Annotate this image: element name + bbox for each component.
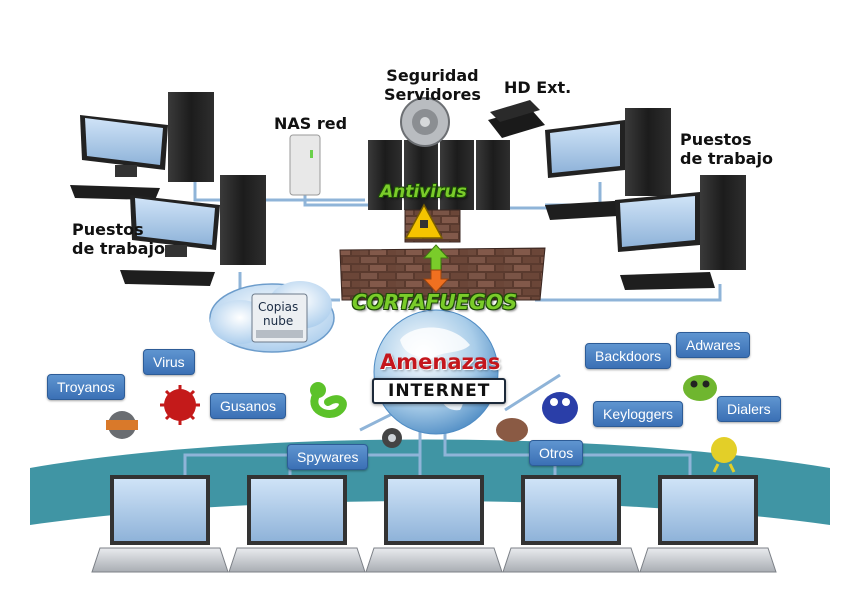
external-hard-drive <box>488 100 545 138</box>
antivirus-label: Antivirus <box>380 182 467 202</box>
trojan-icon <box>106 411 138 439</box>
other-threat-icon <box>496 418 528 442</box>
threat-tag-spywares: Spywares <box>287 444 369 470</box>
laptop-5 <box>639 475 777 573</box>
security-lock-icon <box>400 97 450 147</box>
desktop-workstation-right-1 <box>545 108 671 220</box>
dialer-icon <box>711 437 737 473</box>
desktop-workstation-right-2 <box>615 175 746 290</box>
warning-triangle-icon <box>404 203 444 239</box>
server-rack <box>368 140 510 210</box>
workstations-left-line-2: de trabajo <box>72 239 165 259</box>
workstations-left-line-1: Puestos <box>72 220 144 239</box>
nas-device <box>289 134 321 196</box>
security-label: Seguridad <box>386 66 479 85</box>
threat-tag-dialers: Dialers <box>717 396 781 422</box>
servers-label: Servidores <box>384 85 481 105</box>
cloud-backup <box>209 281 335 353</box>
cloud-copies-line-1: Copias <box>258 300 299 314</box>
adware-icon <box>683 375 717 401</box>
threat-tag-keyloggers: Keyloggers <box>593 401 684 427</box>
workstations-left-label: Puestos de trabajo <box>72 220 165 258</box>
cloud-copies-label: Copias nube <box>258 300 298 329</box>
security-servers-label: Seguridad Servidores <box>384 66 481 104</box>
workstations-right-line-1: Puestos <box>680 130 752 149</box>
hd-ext-label: HD Ext. <box>504 78 572 97</box>
firewall-label: CORTAFUEGOS <box>352 290 518 314</box>
desktop-workstation-left-2 <box>120 175 266 286</box>
cloud-copies-line-2: nube <box>263 314 294 329</box>
workstations-right-line-2: de trabajo <box>680 149 773 169</box>
threat-tag-troyanos: Troyanos <box>47 374 125 400</box>
worm-icon <box>310 382 347 418</box>
laptop-4 <box>502 475 640 573</box>
laptop-2 <box>228 475 366 573</box>
threats-title: Amenazas <box>380 350 501 374</box>
threat-tag-virus: Virus <box>143 349 195 375</box>
threat-tag-otros: Otros <box>529 440 584 466</box>
threat-tag-gusanos: Gusanos <box>210 393 287 419</box>
traffic-arrows-icon <box>422 244 450 293</box>
threat-tag-backdoors: Backdoors <box>585 343 672 369</box>
internet-label: INTERNET <box>372 378 507 404</box>
backdoor-creature-icon <box>542 392 578 424</box>
laptop-1 <box>91 475 229 573</box>
nas-label: NAS red <box>274 114 348 133</box>
virus-icon <box>160 385 200 425</box>
threat-tag-adwares: Adwares <box>676 332 751 358</box>
workstations-right-label: Puestos de trabajo <box>680 130 773 168</box>
desktop-workstation-left-1 <box>70 92 214 200</box>
spyware-icon <box>382 428 402 448</box>
laptop-3 <box>365 475 503 573</box>
